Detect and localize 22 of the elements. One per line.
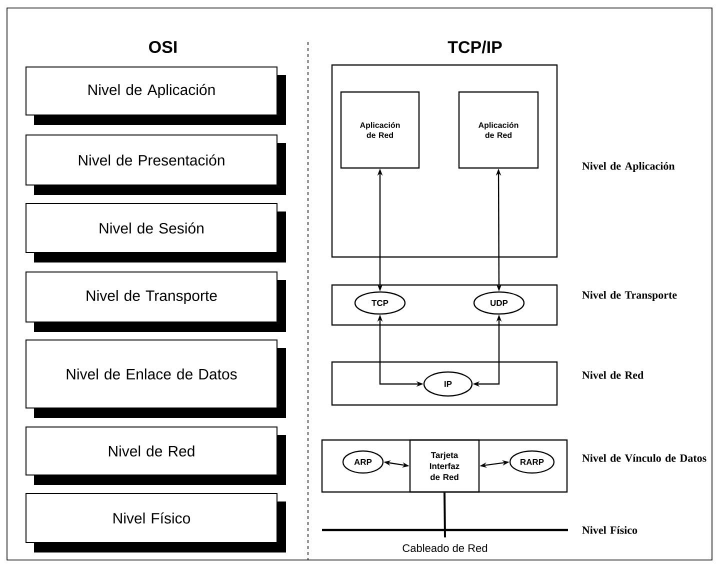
process-box: Tarjeta Interfaz de Red	[409, 439, 480, 493]
side-label: Nivel de Aplicación	[582, 162, 675, 172]
layer-box: Nivel de Presentación	[26, 134, 286, 195]
cable-line: Cableado de Red	[322, 528, 568, 552]
layer-box: Nivel de Enlace de Datos	[26, 339, 286, 418]
side-label: Nivel de Vínculo de Datos	[582, 454, 706, 462]
layer-box	[321, 439, 568, 493]
process-box: Aplicación de Red	[458, 91, 539, 169]
column-title: TCP/IP	[448, 40, 502, 54]
side-label: Nivel de Transporte	[582, 291, 677, 301]
layer-box: Nivel de Sesión	[26, 202, 286, 262]
layer-box: Nivel de Red	[26, 426, 286, 485]
side-label: Nivel de Red	[582, 371, 644, 379]
layer-box	[331, 284, 558, 326]
side-label: Nivel Físico	[582, 526, 638, 534]
process-box: Aplicación de Red	[340, 91, 420, 169]
layer-box	[331, 64, 558, 258]
layer-box: Nivel de Aplicación	[26, 66, 286, 125]
layer-box: Nivel de Transporte	[26, 271, 286, 332]
layer-box: Nivel Físico	[26, 492, 286, 552]
column-title: OSI	[149, 40, 177, 54]
layer-box	[331, 361, 558, 406]
